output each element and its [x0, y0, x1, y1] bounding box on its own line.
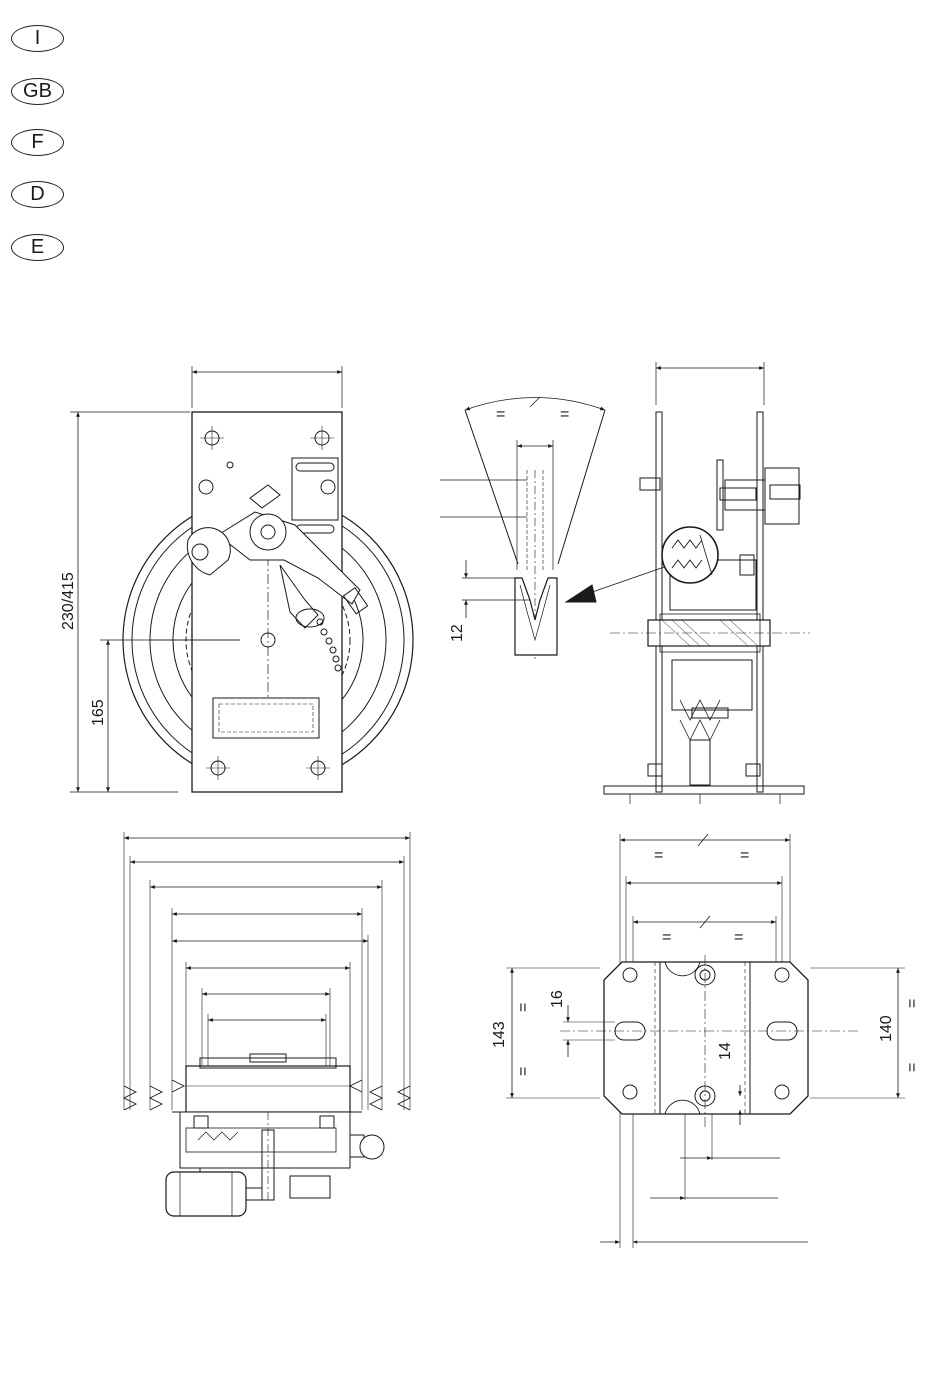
equal-mark: =	[496, 406, 505, 423]
equal-mark: =	[904, 1063, 921, 1072]
dim-groove-depth: 12	[449, 624, 466, 642]
dim-base-143: 143	[491, 1021, 508, 1048]
equal-mark: =	[515, 1067, 532, 1076]
equal-mark: =	[734, 929, 743, 946]
dim-slot-16: 16	[549, 990, 566, 1008]
equal-mark: =	[560, 406, 569, 423]
equal-mark: =	[740, 847, 749, 864]
side-view	[604, 362, 810, 804]
groove-detail	[440, 397, 670, 660]
dim-slot-14: 14	[717, 1042, 734, 1060]
equal-mark: =	[662, 929, 671, 946]
base-plate-view	[506, 834, 905, 1248]
dim-shaft-height: 165	[90, 699, 107, 726]
top-view	[124, 832, 410, 1216]
equal-mark: =	[904, 999, 921, 1008]
equal-mark: =	[515, 1003, 532, 1012]
front-view	[70, 366, 413, 792]
dim-height-total: 230/415	[60, 572, 77, 630]
dim-base-140: 140	[878, 1015, 895, 1042]
equal-mark: =	[654, 847, 663, 864]
